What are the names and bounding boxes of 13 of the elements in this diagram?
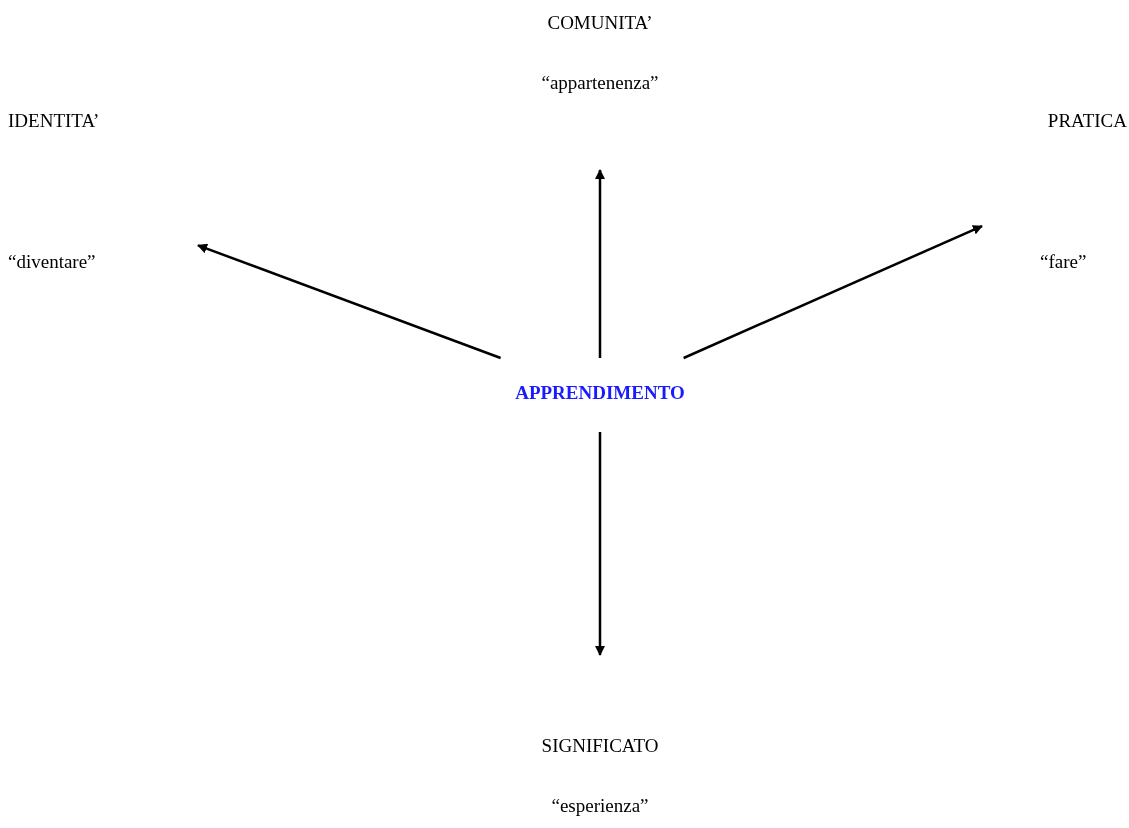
arrow <box>683 224 983 360</box>
concept-keyword: “appartenenza” <box>540 72 660 94</box>
arrow <box>197 243 502 360</box>
concept-title: IDENTITA’ <box>8 110 101 132</box>
concept-keyword: “esperienza” <box>550 795 650 817</box>
arrow <box>595 169 605 358</box>
concept-title: PRATICA <box>1047 110 1127 132</box>
central-concept: APPRENDIMENTO <box>514 382 686 404</box>
concept-keyword: “fare” <box>1040 251 1087 273</box>
concept-title: COMUNITA’ <box>546 12 654 34</box>
concept-title: SIGNIFICATO <box>540 735 660 757</box>
arrow <box>595 432 605 656</box>
concept-keyword: “diventare” <box>8 251 97 273</box>
